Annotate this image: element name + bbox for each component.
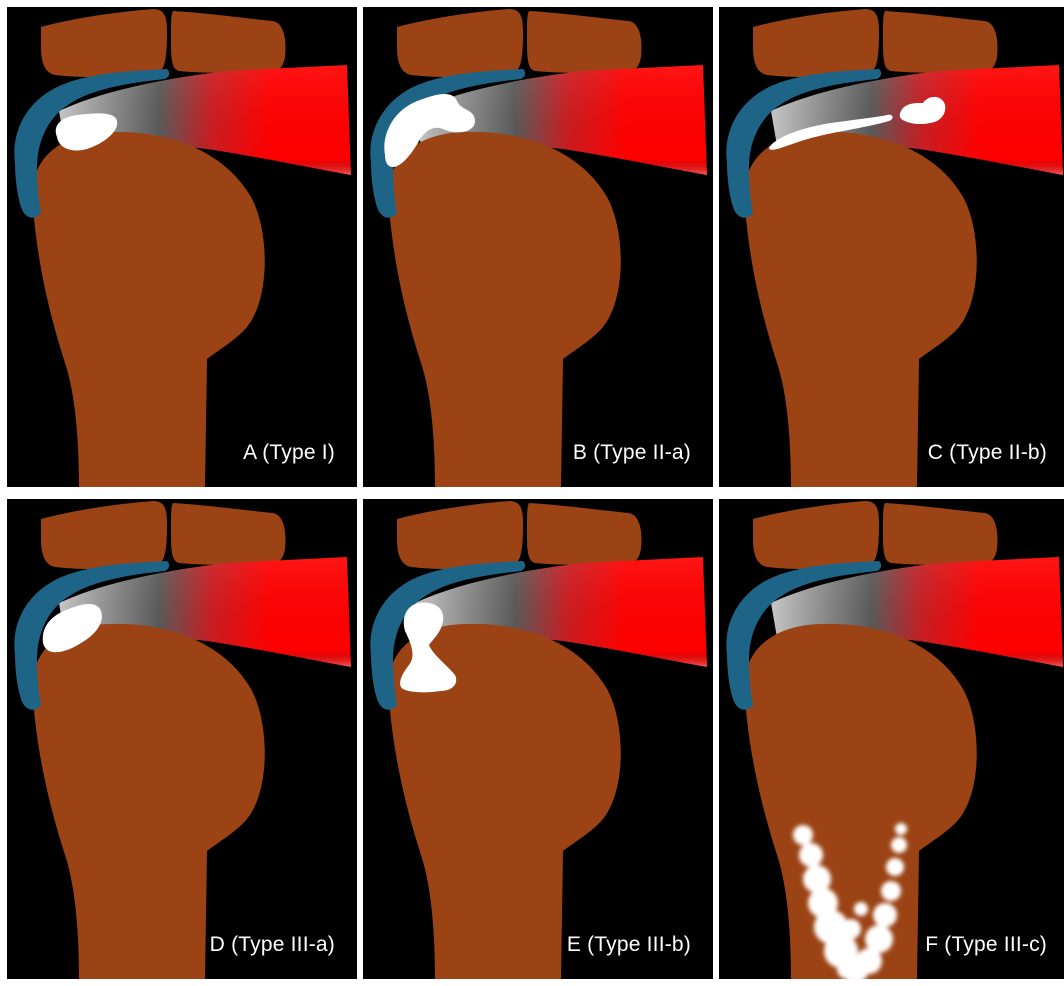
panel-label: F (Type III-c) — [925, 933, 1047, 957]
shoulder-illustration-d — [7, 499, 357, 979]
panel-label: E (Type III-b) — [567, 933, 691, 957]
panel-c: C (Type II-b) — [719, 7, 1064, 487]
panel-label: A (Type I) — [243, 441, 335, 465]
shoulder-illustration-a — [7, 7, 357, 487]
panel-label: B (Type II-a) — [573, 441, 691, 465]
shoulder-illustration-f — [719, 499, 1064, 979]
shoulder-illustration-b — [363, 7, 713, 487]
panel-label: C (Type II-b) — [928, 441, 1047, 465]
panel-label: D (Type III-a) — [210, 933, 335, 957]
panel-d: D (Type III-a) — [7, 499, 357, 979]
panel-b: B (Type II-a) — [363, 7, 713, 487]
panel-e: E (Type III-b) — [363, 499, 713, 979]
shoulder-illustration-c — [719, 7, 1064, 487]
panel-a: A (Type I) — [7, 7, 357, 487]
shoulder-illustration-e — [363, 499, 713, 979]
panel-f: F (Type III-c) — [719, 499, 1064, 979]
